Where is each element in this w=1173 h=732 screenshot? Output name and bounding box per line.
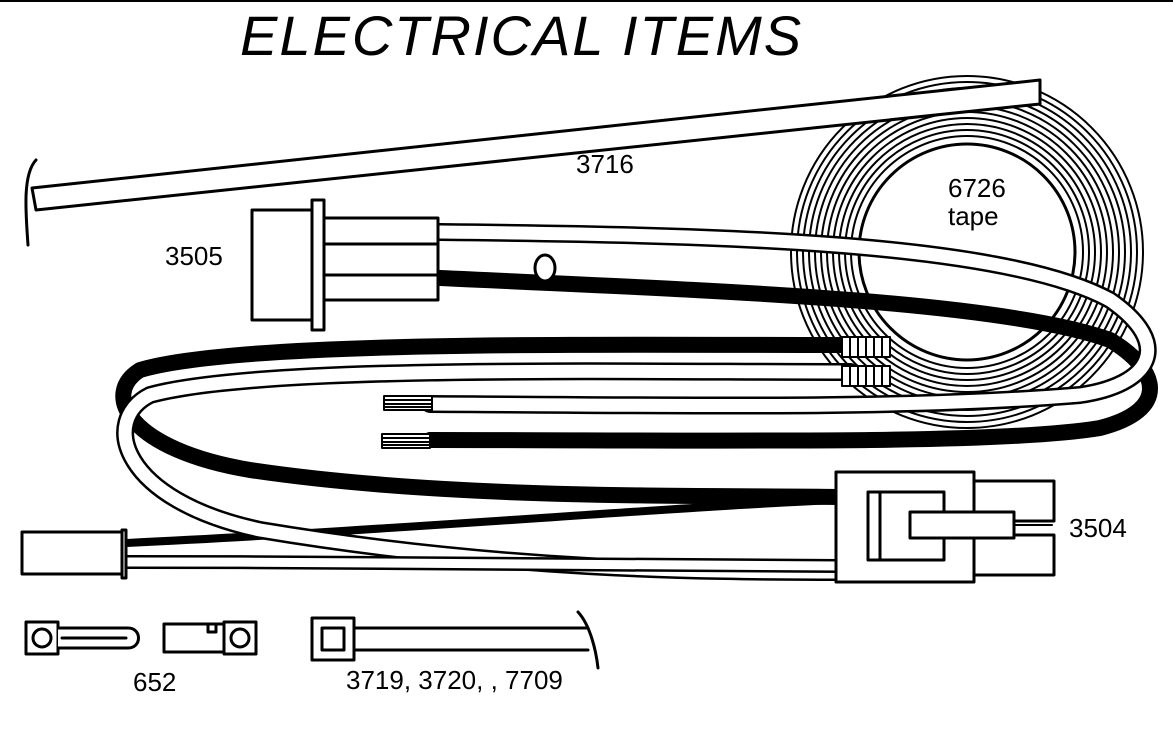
cable-tie	[310, 610, 600, 670]
black-wire	[422, 270, 1158, 449]
white-wire	[116, 223, 1157, 581]
small-plug	[20, 528, 128, 580]
page-title: ELECTRICAL ITEMS	[240, 4, 804, 67]
wire-loom-strip	[24, 78, 1042, 247]
cable-tie-label: 3719, 3720, , 7709	[346, 665, 563, 695]
terminal-label: 652	[133, 667, 177, 697]
tape-word: tape	[948, 201, 999, 231]
wire-loom-label: 3716	[576, 149, 634, 179]
terminals-652	[24, 620, 258, 656]
tape-wraps	[841, 336, 891, 387]
tape-number: 6726	[948, 173, 1006, 203]
top-border-line	[0, 0, 1173, 2]
connector-3505	[250, 198, 557, 332]
connector-3504-label: 3504	[1069, 513, 1127, 543]
black-wire-lower	[122, 496, 844, 547]
tape-label: 6726 tape	[948, 174, 1006, 230]
connector-3504	[834, 470, 1056, 584]
stripped-wire-ends	[381, 395, 433, 449]
connector-3505-label: 3505	[165, 241, 223, 271]
